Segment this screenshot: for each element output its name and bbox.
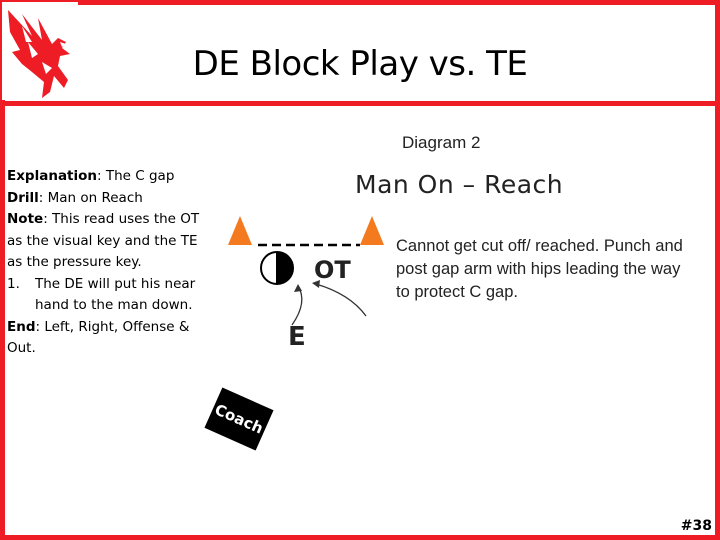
coach-badge-label: Coach <box>204 387 274 451</box>
arrow-head-icon <box>294 284 302 292</box>
drill-text: : Man on Reach <box>38 189 143 206</box>
note-text: : This read uses the OT as the visual ke… <box>7 211 200 270</box>
diagram-heading: Man On – Reach <box>355 170 564 199</box>
right-border <box>715 0 720 540</box>
drill-line: Drill: Man on Reach <box>7 188 217 210</box>
diagram-caption: Diagram 2 <box>402 133 481 152</box>
note-label: Note <box>7 211 44 227</box>
coach-badge: Coach <box>204 387 274 451</box>
e-label: E <box>288 322 306 352</box>
left-border <box>0 0 5 540</box>
diagram-description: Cannot get cut off/ reached. Punch and p… <box>396 237 683 301</box>
slide-title: DE Block Play vs. TE <box>192 44 528 84</box>
list-item-text: The DE will put his near hand to the man… <box>35 275 196 314</box>
list-item: 1. The DE will put his near hand to the … <box>7 274 217 317</box>
explanation-line: Explanation: The C gap <box>7 166 217 188</box>
explanation-text: : The C gap <box>97 168 175 184</box>
drill-label: Drill <box>7 189 39 206</box>
arrow-path <box>291 285 303 326</box>
explanation-panel: Explanation: The C gap Drill: Man on Rea… <box>7 166 217 360</box>
page-number: #38 <box>680 518 712 534</box>
end-label: End <box>7 318 36 335</box>
end-text: : Left, Right, Offense & Out. <box>7 318 190 357</box>
explanation-label: Explanation <box>7 168 98 184</box>
ot-label: OT <box>314 256 351 284</box>
bottom-border <box>0 535 720 540</box>
list-item-number: 1. <box>7 275 20 292</box>
release-arrow-path <box>315 283 367 317</box>
cone-right-icon <box>360 216 384 245</box>
top-border <box>0 0 720 5</box>
note-line: Note: This read uses the OT as the visua… <box>7 209 217 274</box>
end-line: End: Left, Right, Offense & Out. <box>7 317 217 360</box>
hawk-logo-icon <box>2 2 78 100</box>
cone-left-icon <box>228 216 252 245</box>
play-diagram: OT E <box>228 216 384 352</box>
header-divider <box>0 101 720 106</box>
